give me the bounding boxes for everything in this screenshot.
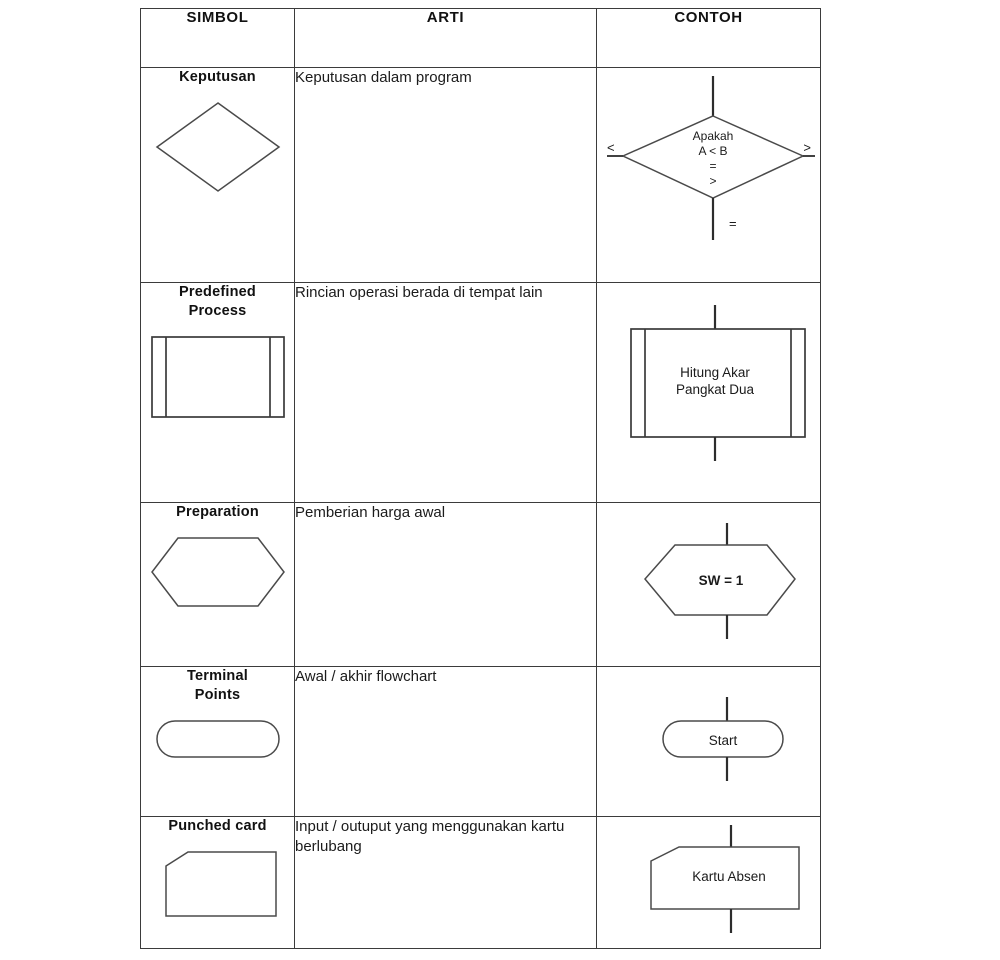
column-header-simbol: SIMBOL — [140, 8, 295, 68]
example-text-line-2: A < B — [698, 144, 727, 158]
example-diagram-predefined-process: Hitung Akar Pangkat Dua — [597, 283, 820, 483]
example-text-line-1: Kartu Absen — [692, 869, 766, 884]
symbol-shape-predefined-process-icon — [141, 331, 294, 423]
example-cell-predefined-process: Hitung Akar Pangkat Dua — [596, 282, 821, 503]
symbol-cell-preparation: Preparation — [140, 502, 295, 667]
example-diagram-terminal: Start — [597, 667, 820, 807]
symbol-cell-predefined-process: Predefined Process — [140, 282, 295, 503]
table-row: Punched card Input / outuput yang menggu… — [140, 816, 821, 949]
symbol-shape-terminal-stadium-icon — [141, 715, 294, 763]
example-left-label: < — [607, 140, 615, 155]
symbol-label-line2: Process — [188, 302, 247, 319]
example-diagram-preparation: SW = 1 — [597, 503, 820, 653]
example-text-line-4: > — [709, 174, 716, 188]
symbol-shape-punched-card-icon — [141, 846, 294, 922]
symbol-label: Keputusan — [179, 69, 256, 85]
meaning-cell-terminal-points: Awal / akhir flowchart — [294, 666, 597, 817]
table-row: Predefined Process Rincian operasi berad… — [140, 282, 821, 503]
symbol-label: Terminal Points — [141, 667, 294, 705]
symbol-shape-preparation-hexagon-icon — [141, 532, 294, 612]
symbol-label-line2: Points — [194, 686, 241, 703]
example-cell-terminal-points: Start — [596, 666, 821, 817]
symbol-label-line1: Terminal — [187, 668, 248, 684]
example-bottom-label: = — [729, 216, 737, 231]
table-row: Keputusan Keputusan dalam program — [140, 67, 821, 283]
symbol-label: Punched card — [168, 818, 267, 834]
example-text-line-1: SW = 1 — [698, 573, 743, 588]
example-cell-preparation: SW = 1 — [596, 502, 821, 667]
meaning-cell-predefined-process: Rincian operasi berada di tempat lain — [294, 282, 597, 503]
meaning-text: Rincian operasi berada di tempat lain — [295, 284, 543, 301]
meaning-cell-punched-card: Input / outuput yang menggunakan kartu b… — [294, 816, 597, 949]
example-diagram-decision: < > Apakah A < B = > = — [597, 68, 820, 273]
meaning-text: Keputusan dalam program — [295, 69, 472, 86]
table-row: Preparation Pemberian harga awal — [140, 502, 821, 667]
example-diagram-punched-card: Kartu Absen — [597, 817, 820, 945]
example-right-label: > — [803, 140, 811, 155]
meaning-text: Input / outuput yang menggunakan kartu b… — [295, 818, 565, 856]
table-header-row: SIMBOL ARTI CONTOH — [140, 8, 821, 68]
meaning-cell-keputusan: Keputusan dalam program — [294, 67, 597, 283]
meaning-cell-preparation: Pemberian harga awal — [294, 502, 597, 667]
symbol-label-line1: Predefined — [179, 284, 256, 300]
column-header-contoh: CONTOH — [596, 8, 821, 68]
table-header: SIMBOL ARTI CONTOH — [140, 8, 821, 68]
example-text-line-2: Pangkat Dua — [675, 382, 754, 397]
symbol-cell-keputusan: Keputusan — [140, 67, 295, 283]
example-cell-punched-card: Kartu Absen — [596, 816, 821, 949]
example-text-line-1: Hitung Akar — [680, 365, 750, 380]
example-text-line-1: Apakah — [692, 129, 733, 143]
flowchart-symbol-table: SIMBOL ARTI CONTOH Keputusan Keputusan d — [140, 8, 821, 949]
meaning-text: Awal / akhir flowchart — [295, 668, 437, 685]
table-row: Terminal Points Awal / akhir flowchart — [140, 666, 821, 817]
symbol-cell-punched-card: Punched card — [140, 816, 295, 949]
meaning-text: Pemberian harga awal — [295, 504, 446, 521]
symbol-cell-terminal-points: Terminal Points — [140, 666, 295, 817]
example-text-line-1: Start — [708, 733, 737, 748]
symbol-label: Preparation — [176, 504, 259, 520]
symbol-shape-decision-diamond-icon — [141, 97, 294, 197]
table-body: Keputusan Keputusan dalam program — [140, 67, 821, 949]
column-header-arti: ARTI — [294, 8, 597, 68]
example-cell-keputusan: < > Apakah A < B = > = — [596, 67, 821, 283]
symbol-label: Predefined Process — [141, 283, 294, 321]
example-text-line-3: = — [709, 159, 716, 173]
